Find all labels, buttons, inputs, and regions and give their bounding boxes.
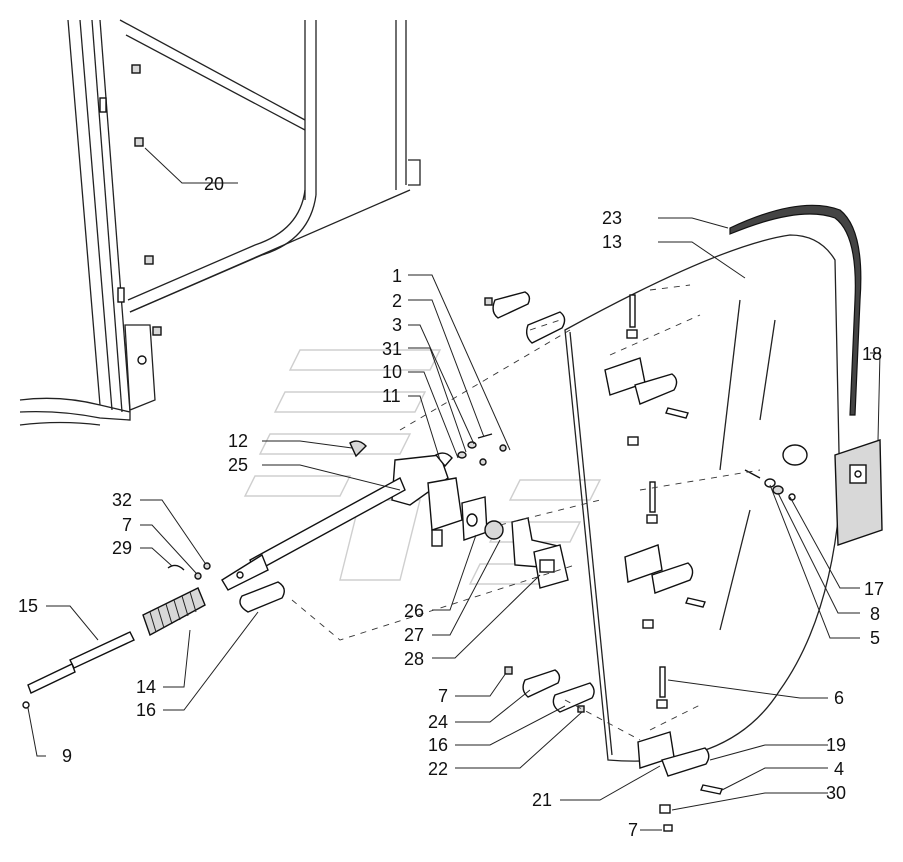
callout-18: 18 [862,344,882,364]
callout-16a: 16 [136,700,156,720]
callout-23: 23 [602,208,622,228]
callout-28: 28 [404,649,424,669]
callout-5: 5 [870,628,880,648]
callout-25: 25 [228,455,248,475]
rod [22,631,135,709]
seal-strip [729,204,862,416]
callout-11: 11 [382,386,401,406]
latch-assembly [349,433,569,589]
callout-20: 20 [204,174,224,194]
callout-6: 6 [834,688,844,708]
callout-1: 1 [392,266,402,286]
callout-labels: 1 2 3 31 10 11 12 25 32 7 29 15 14 16 9 … [18,174,884,840]
callout-15: 15 [18,596,38,616]
callout-4: 4 [834,759,844,779]
callout-7a: 7 [122,515,132,535]
callout-27: 27 [404,625,424,645]
clip-parts [167,562,211,580]
callout-19: 19 [826,735,846,755]
operating-rod [221,477,406,591]
callout-7c: 7 [438,686,448,706]
door-panel [564,234,841,762]
callout-16b: 16 [428,735,448,755]
hinges [492,291,710,777]
callout-26: 26 [404,601,424,621]
callout-29: 29 [112,538,132,558]
callout-22: 22 [428,759,448,779]
fasteners [484,294,723,832]
callout-7d: 7 [628,820,638,840]
callout-10: 10 [382,362,402,382]
leader-lines [27,147,881,831]
callout-14: 14 [136,677,156,697]
center-lines [291,284,761,741]
frame-bolts [99,64,162,336]
callout-2: 2 [392,291,402,311]
callout-30: 30 [826,783,846,803]
callout-24: 24 [428,712,448,732]
callout-13: 13 [602,232,622,252]
spring [142,587,206,637]
callout-31: 31 [382,339,402,359]
door-handle [744,439,883,546]
callout-12: 12 [228,431,248,451]
cab-frame [19,19,421,426]
plate [239,581,285,613]
callout-32: 32 [112,490,132,510]
callout-21: 21 [532,790,552,810]
callout-9: 9 [62,746,72,766]
callout-3: 3 [392,315,402,335]
callout-8: 8 [870,604,880,624]
callout-17: 17 [864,579,884,599]
